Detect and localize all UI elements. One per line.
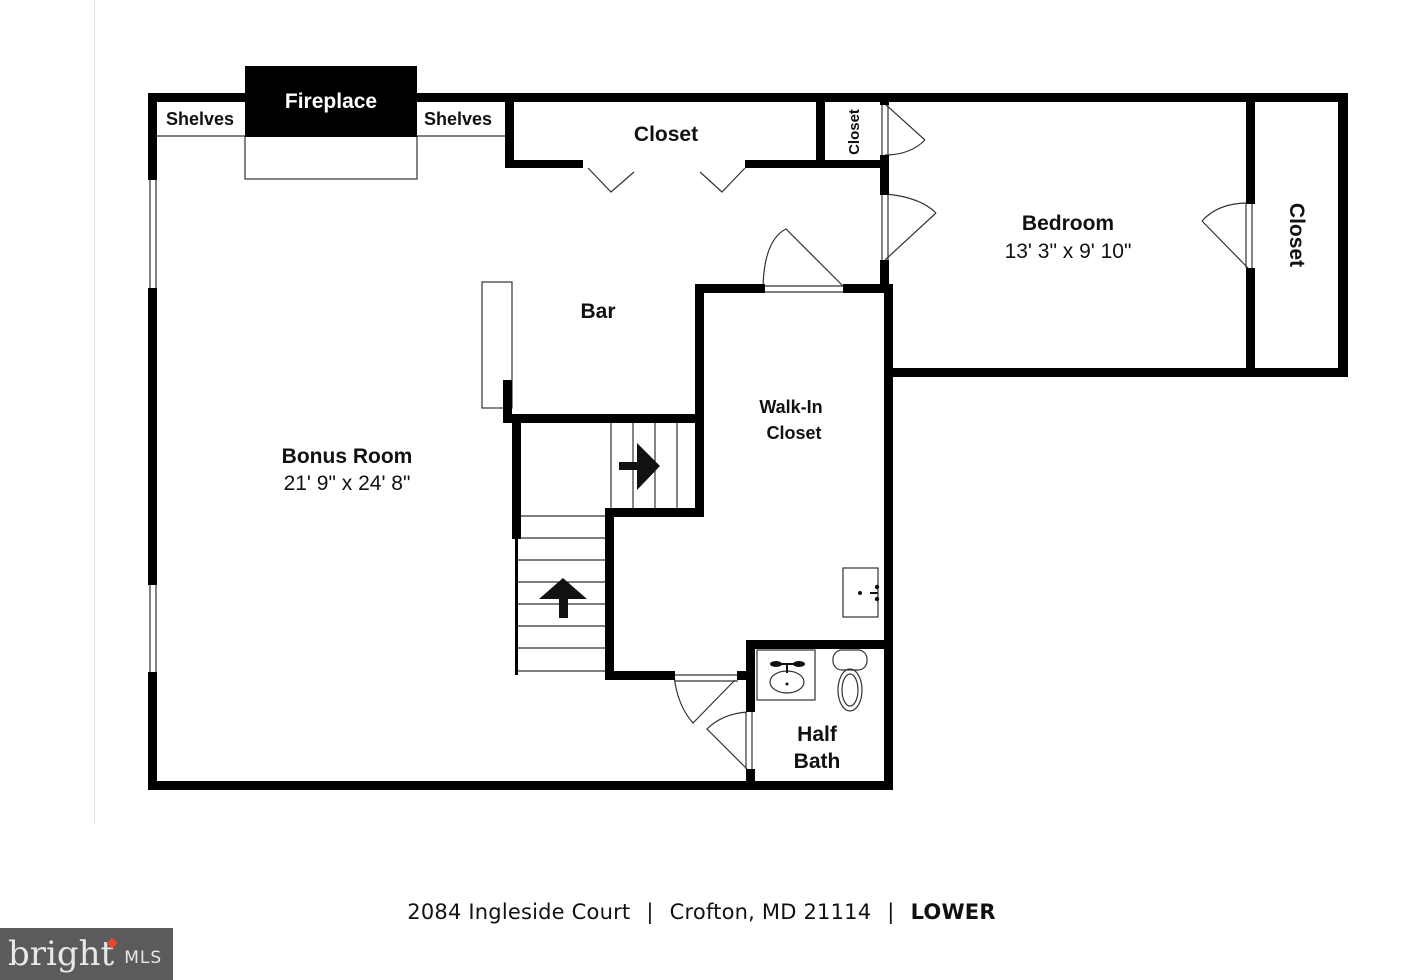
caption-separator: | xyxy=(646,900,654,924)
vanity xyxy=(756,649,816,701)
address: 2084 Ingleside Court xyxy=(407,900,631,924)
bright-mls-logo: bright MLS xyxy=(0,928,173,980)
walk-in-closet-label-2: Closet xyxy=(766,423,821,443)
shelves-right-label: Shelves xyxy=(424,109,492,129)
hearth xyxy=(244,135,418,180)
bonus-room-dims: 21' 9" x 24' 8" xyxy=(284,472,411,495)
half-bath-label-2: Bath xyxy=(794,750,841,773)
bar-label: Bar xyxy=(580,300,615,323)
page-margin-rule xyxy=(94,0,95,825)
floor-level: LOWER xyxy=(910,900,996,924)
logo-suffix: MLS xyxy=(124,948,163,968)
half-bath-label-1: Half xyxy=(797,723,838,746)
stair-arrows xyxy=(539,443,660,618)
walk-in-closet-label-1: Walk-In xyxy=(759,397,822,417)
bedroom-label: Bedroom xyxy=(1022,212,1114,235)
bar-counter xyxy=(481,281,513,409)
arrow-up-icon xyxy=(539,578,587,618)
bonus-room-label: Bonus Room xyxy=(282,445,413,468)
arrow-right-icon xyxy=(619,443,660,490)
walls xyxy=(148,66,1348,790)
bedroom-dims: 13' 3" x 9' 10" xyxy=(1005,240,1132,263)
city-state-zip: Crofton, MD 21114 xyxy=(669,900,872,924)
logo-wordmark: bright xyxy=(8,937,118,971)
fireplace-label: Fireplace xyxy=(285,90,377,113)
closet-small-label: Closet xyxy=(846,109,863,155)
shelves-left-label: Shelves xyxy=(166,109,234,129)
floor-plan: Shelves Fireplace Shelves Closet Closet … xyxy=(148,66,1348,790)
closet-right-label: Closet xyxy=(1285,203,1308,267)
listing-caption: 2084 Ingleside Court | Crofton, MD 21114 | L… xyxy=(0,900,1403,924)
caption-separator: | xyxy=(887,900,895,924)
closet-top-label: Closet xyxy=(634,123,698,146)
